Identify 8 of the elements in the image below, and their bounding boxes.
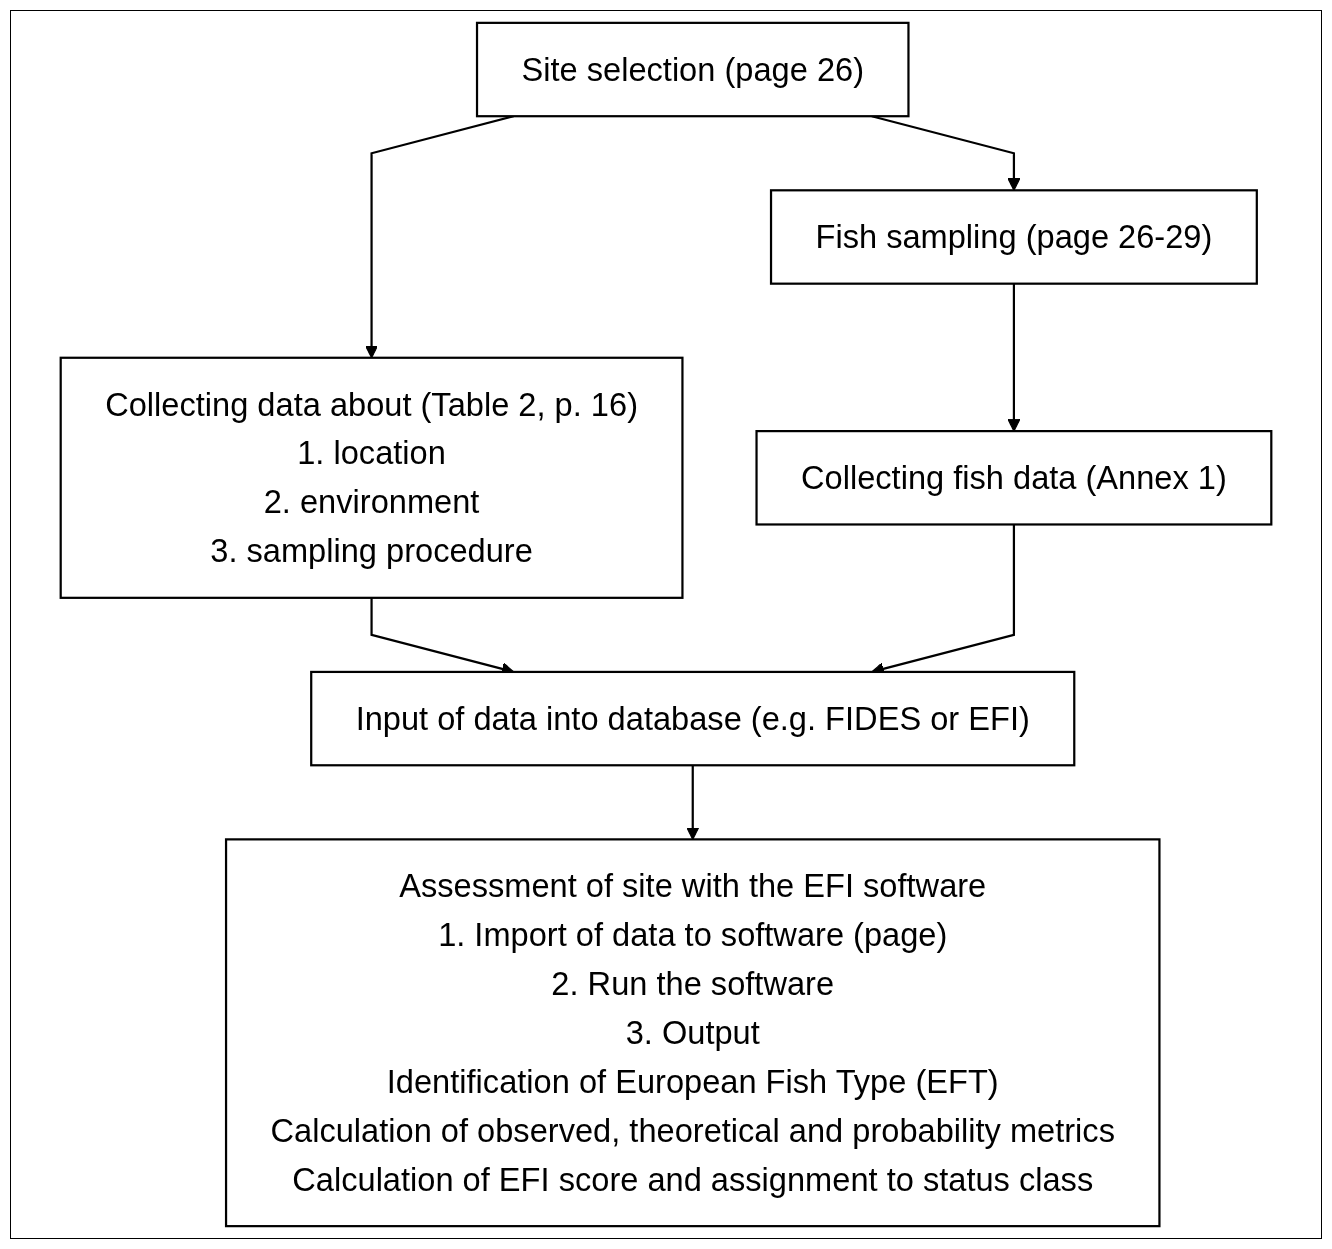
node-box: Assessment of site with the EFI software 1. Import of data to software (page) 2. Run the software 3. Output Identification of European Fish Type (EFT) Calculation of observed, theoretical and probability metrics Calculation of EFI score and assignment to status class xyxy=(224,838,1161,1228)
node-box: Collecting fish data (Annex 1) xyxy=(755,430,1273,526)
node-box: Site selection (page 26) xyxy=(475,21,910,118)
node-box: Collecting data about (Table 2, p. 16) 1. location 2. environment 3. sampling procedure xyxy=(59,356,684,599)
node-box: Fish sampling (page 26-29) xyxy=(769,189,1258,285)
arrow xyxy=(686,765,700,840)
arrow xyxy=(1007,283,1021,432)
node-box: Input of data into database (e.g. FIDES or EFI) xyxy=(310,670,1076,767)
